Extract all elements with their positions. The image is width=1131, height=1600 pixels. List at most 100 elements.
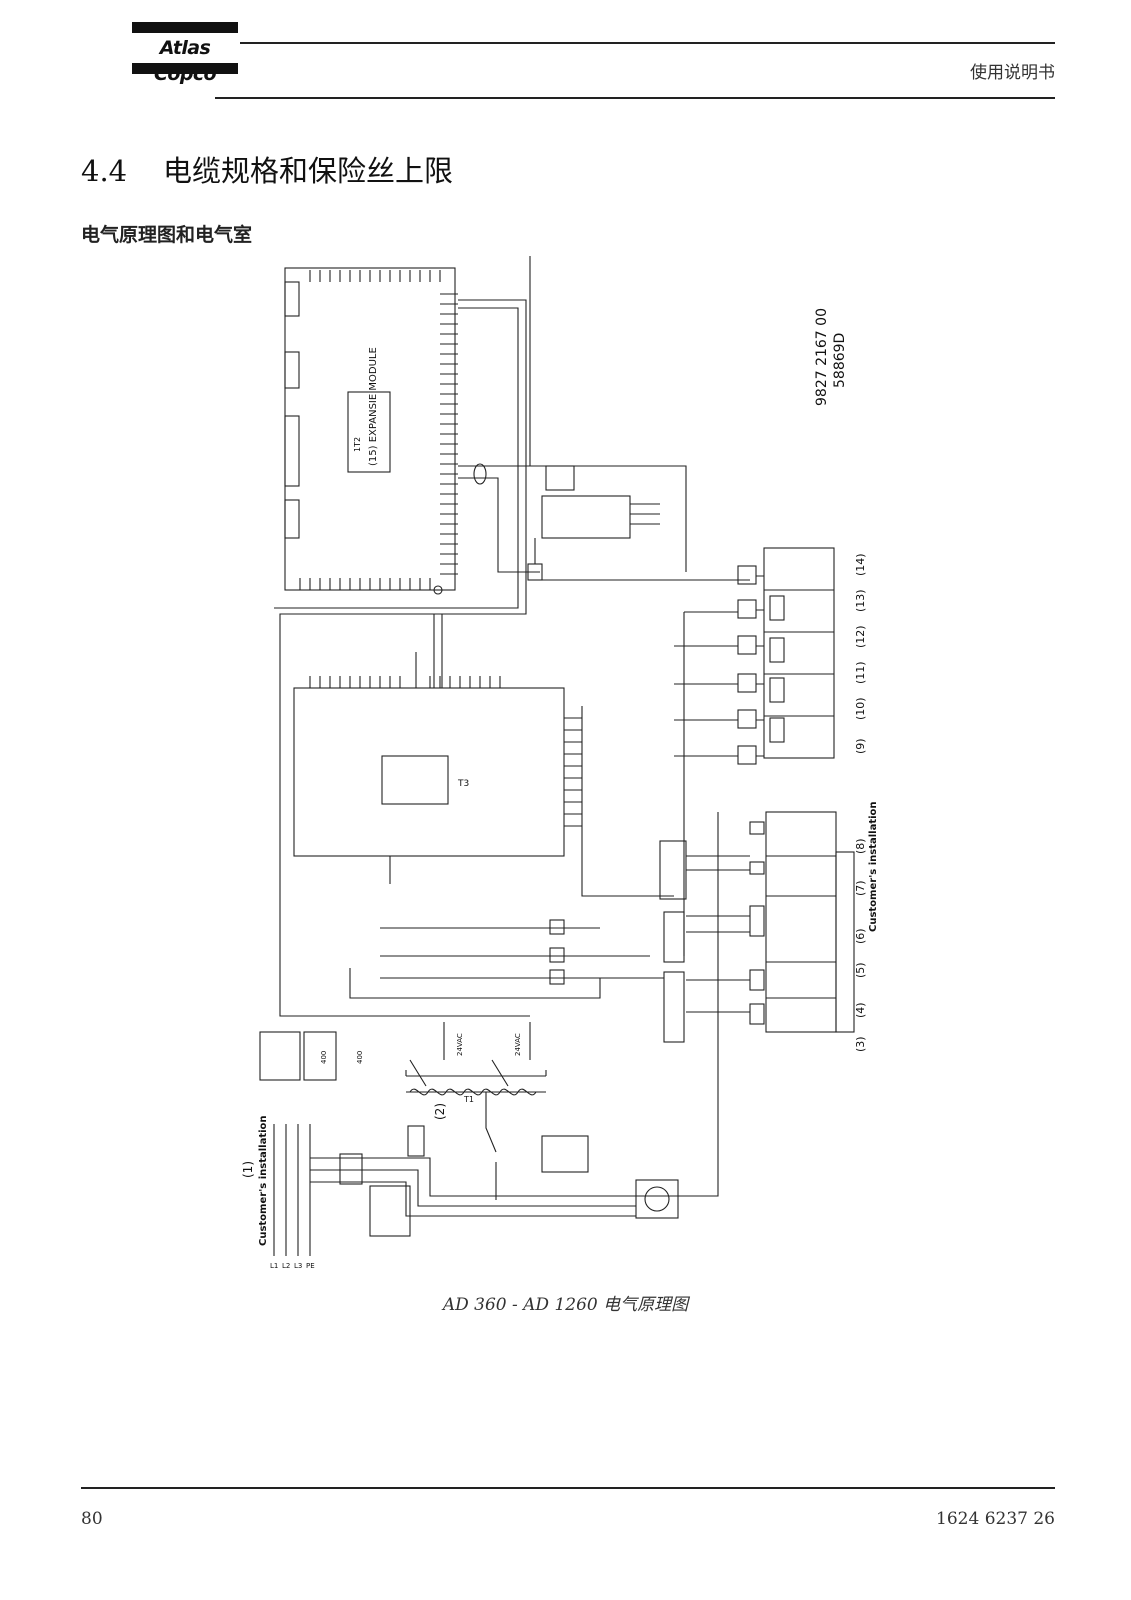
customer-panel-dividers [766,855,836,999]
main-fuse [339,1153,363,1185]
transformer-coil [409,1088,537,1096]
drawing-revision: 58869D [832,333,848,388]
controller-label: T3 [457,779,469,789]
relay-contact [749,821,765,835]
sensor-connector-13 [737,599,757,619]
reference-number: (7) [854,880,867,896]
wire [274,307,519,609]
supply-box [259,1031,301,1081]
connector-node [433,585,443,595]
atlas-copco-logo: Atlas Copco [132,22,238,85]
terminal-strip [663,971,685,1043]
line-label-l1: L1 [270,1262,278,1270]
sensor-panel [763,547,835,759]
terminal-strip [663,911,685,963]
line-label-l3: L3 [294,1262,302,1270]
customer-installation-ref: (1) [241,1161,255,1178]
wire [279,299,530,1017]
voltage-label-1: 24VAC [456,1033,464,1056]
drawing-number: 9827 2167 00 [814,308,830,406]
sensor-symbol [769,717,785,743]
reference-number: (4) [854,1002,867,1018]
section-number: 4.4 [81,154,128,188]
sensor-panel-dividers [764,589,834,717]
figure-caption: AD 360 - AD 1260 电气原理图 [442,1295,689,1315]
wire [433,614,443,688]
electrical-schematic: 9827 2167 00 58869D (15) EXPANSIE MODULE… [241,256,879,1270]
expansion-module-label: (15) EXPANSIE MODULE [368,347,379,466]
transformer-label: T1 [463,1095,474,1104]
wire [349,968,601,999]
reference-number: (3) [854,1036,867,1052]
fuse-block [407,1125,425,1157]
cable-bundle-marker [473,463,487,485]
logo-wordmark: Atlas Copco [154,37,217,85]
supply-label-2: 400 [320,1051,328,1064]
connector-block [284,281,300,317]
subheading: 电气原理图和电气室 [81,224,253,246]
terminal-box [541,1135,589,1173]
reference-number: (9) [854,738,867,754]
terminal-row-top [309,270,441,282]
relay-contact [749,861,765,875]
wire [485,1092,497,1200]
expansion-module-label-box [347,391,391,473]
document-type-label: 使用说明书 [970,63,1055,83]
header-rule-top [240,42,1055,44]
wire [630,812,719,1197]
contactor-coil [549,969,565,985]
sensor-connector-12 [737,635,757,655]
motor-symbol [644,1186,670,1212]
supply-label-1: 400 [356,1051,364,1064]
connector-block [284,499,300,539]
wire [534,538,750,581]
customer-installation-label: Customer's installation [258,1115,269,1246]
wire [674,611,738,956]
wire [610,1195,636,1217]
reference-number: (5) [854,962,867,978]
contactor-bus [380,927,600,979]
footer-rule [81,1487,1055,1489]
header-rule-bottom [215,97,1055,99]
logo-bar-bottom [132,63,238,74]
terminal-row-bottom [299,578,431,590]
reference-number: (13) [854,589,867,612]
sensor-connector-10 [737,709,757,729]
contactor-coil [549,919,565,935]
sensor-symbol [769,595,785,621]
expansion-module-id: 1T2 [353,437,362,452]
terminal-comb-right [440,293,458,575]
reference-number: (6) [854,928,867,944]
relay-contact [749,969,765,991]
device-indicator [545,465,575,491]
reference-number: (14) [854,553,867,576]
reference-number: (8) [854,838,867,854]
supply-lines [273,1124,311,1256]
line-label-pe: PE [306,1262,315,1270]
controller-terminal-comb [564,717,582,827]
section-heading: 4.4 电缆规格和保险丝上限 [81,148,453,190]
reference-number: (12) [854,625,867,648]
wire [600,955,664,979]
sensor-connector-11 [737,673,757,693]
wire [630,503,660,525]
section-title-text: 电缆规格和保险丝上限 [163,154,454,188]
contactor-coil [549,947,565,963]
controller-display [381,755,449,805]
controller-terminal-row [309,676,501,688]
fuse-ref: (2) [433,1103,447,1120]
wire [756,575,764,757]
wire [530,1195,610,1217]
line-label-l2: L2 [282,1262,290,1270]
page-number: 80 [81,1509,103,1529]
customer-panel [765,811,837,1033]
customer-bracket [835,851,855,1033]
sensor-connector-9 [737,745,757,765]
wire [458,465,687,572]
sensor-connector-14 [737,565,757,585]
relay-contact [749,905,765,937]
device-module [541,495,631,539]
wire [581,706,674,897]
wire [458,477,540,573]
reference-number: (10) [854,697,867,720]
